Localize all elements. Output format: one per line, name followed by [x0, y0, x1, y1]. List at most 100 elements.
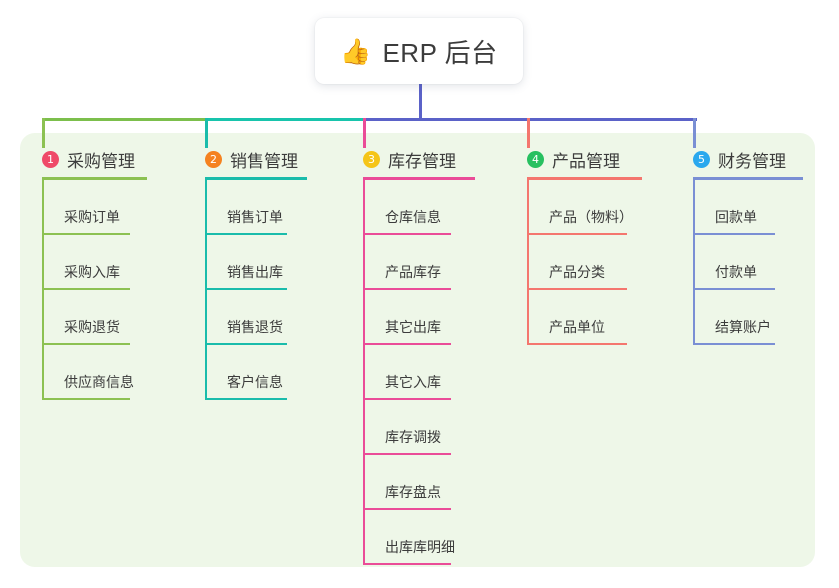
branch-title-1: 采购管理: [67, 151, 135, 171]
branch-spine-1: [42, 180, 44, 400]
leaf-item-underline: [205, 398, 287, 400]
root-node[interactable]: 👍 ERP 后台: [315, 18, 523, 84]
leaf-item[interactable]: 库存盘点: [363, 455, 475, 510]
leaf-item-label: 采购订单: [64, 209, 120, 225]
leaf-item[interactable]: 采购退货: [42, 290, 147, 345]
branch-items-4: 产品（物料） 产品分类产品单位: [527, 180, 642, 345]
branch-header-3[interactable]: 3 库存管理: [363, 148, 475, 171]
branch-underline-1: [42, 177, 147, 180]
leaf-item-label: 供应商信息: [64, 374, 134, 390]
leaf-item-underline: [527, 233, 627, 235]
branch-column-4: 4 产品管理产品（物料） 产品分类产品单位: [527, 148, 642, 345]
branch-drop-5: [693, 118, 696, 148]
branch-drop-3: [363, 118, 366, 148]
leaf-item-label: 付款单: [715, 264, 757, 280]
bus-segment-middle: [206, 118, 364, 121]
leaf-item[interactable]: 销售订单: [205, 180, 307, 235]
branch-column-1: 1 采购管理采购订单采购入库采购退货供应商信息: [42, 148, 147, 400]
leaf-item[interactable]: 产品库存: [363, 235, 475, 290]
branch-drop-2: [205, 118, 208, 148]
leaf-item[interactable]: 销售出库: [205, 235, 307, 290]
leaf-item-label: 库存调拨: [385, 429, 441, 445]
branch-drop-4: [527, 118, 530, 148]
branch-items-2: 销售订单销售出库销售退货客户信息: [205, 180, 307, 400]
root-stem: [419, 84, 422, 121]
branch-title-4: 产品管理: [552, 151, 620, 171]
leaf-item-underline: [205, 288, 287, 290]
leaf-item-underline: [693, 233, 775, 235]
leaf-item-label: 结算账户: [715, 319, 771, 335]
leaf-item[interactable]: 销售退货: [205, 290, 307, 345]
leaf-item-label: 产品库存: [385, 264, 441, 280]
leaf-item-underline: [205, 343, 287, 345]
thumbs-up-icon: 👍: [340, 37, 372, 66]
branch-drop-1: [42, 118, 45, 148]
leaf-item-label: 其它入库: [385, 374, 441, 390]
leaf-item[interactable]: 出库库明细: [363, 510, 475, 565]
leaf-item[interactable]: 库存调拨: [363, 400, 475, 455]
leaf-item-label: 其它出库: [385, 319, 441, 335]
bus-segment-left: [43, 118, 206, 121]
leaf-item-label: 产品（物料）: [549, 209, 633, 225]
leaf-item[interactable]: 采购入库: [42, 235, 147, 290]
leaf-item[interactable]: 产品（物料）: [527, 180, 642, 235]
leaf-item[interactable]: 回款单: [693, 180, 803, 235]
branch-spine-4: [527, 180, 529, 345]
branch-column-3: 3 库存管理仓库信息产品库存其它出库其它入库库存调拨库存盘点出库库明细: [363, 148, 475, 565]
leaf-item-underline: [42, 233, 130, 235]
branch-column-5: 5 财务管理回款单付款单结算账户: [693, 148, 803, 345]
leaf-item-label: 库存盘点: [385, 484, 441, 500]
leaf-item[interactable]: 结算账户: [693, 290, 803, 345]
leaf-item[interactable]: 产品单位: [527, 290, 642, 345]
leaf-item-underline: [363, 233, 451, 235]
leaf-item[interactable]: 仓库信息: [363, 180, 475, 235]
branch-badge-4: 4: [527, 150, 544, 168]
branch-items-3: 仓库信息产品库存其它出库其它入库库存调拨库存盘点出库库明细: [363, 180, 475, 565]
branch-header-5[interactable]: 5 财务管理: [693, 148, 803, 171]
leaf-item-label: 销售订单: [227, 209, 283, 225]
leaf-item-underline: [363, 343, 451, 345]
leaf-item-underline: [42, 398, 130, 400]
branch-items-5: 回款单付款单结算账户: [693, 180, 803, 345]
leaf-item-underline: [527, 288, 627, 290]
leaf-item-underline: [42, 288, 130, 290]
branch-title-5: 财务管理: [718, 151, 786, 171]
branch-underline-3: [363, 177, 475, 180]
leaf-item-underline: [363, 508, 451, 510]
leaf-item-label: 产品单位: [549, 319, 605, 335]
leaf-item-underline: [42, 343, 130, 345]
leaf-item-label: 出库库明细: [385, 539, 455, 555]
leaf-item-label: 采购入库: [64, 264, 120, 280]
leaf-item[interactable]: 供应商信息: [42, 345, 147, 400]
bus-segment-right: [364, 118, 697, 121]
leaf-item-label: 销售出库: [227, 264, 283, 280]
branch-title-2: 销售管理: [230, 151, 298, 171]
leaf-item-underline: [693, 288, 775, 290]
branch-badge-1: 1: [42, 150, 59, 168]
branch-badge-3: 3: [363, 150, 380, 168]
branch-title-3: 库存管理: [388, 151, 456, 171]
leaf-item[interactable]: 其它出库: [363, 290, 475, 345]
leaf-item[interactable]: 付款单: [693, 235, 803, 290]
branch-underline-5: [693, 177, 803, 180]
branch-underline-4: [527, 177, 642, 180]
branch-spine-2: [205, 180, 207, 400]
leaf-item[interactable]: 产品分类: [527, 235, 642, 290]
leaf-item-underline: [363, 453, 451, 455]
leaf-item-label: 销售退货: [227, 319, 283, 335]
branch-badge-5: 5: [693, 150, 710, 168]
leaf-item-label: 回款单: [715, 209, 757, 225]
diagram-panel: [20, 133, 815, 567]
leaf-item-label: 客户信息: [227, 374, 283, 390]
branch-header-4[interactable]: 4 产品管理: [527, 148, 642, 171]
branch-spine-5: [693, 180, 695, 345]
leaf-item-underline: [363, 563, 451, 565]
branch-header-1[interactable]: 1 采购管理: [42, 148, 147, 171]
leaf-item[interactable]: 其它入库: [363, 345, 475, 400]
leaf-item-underline: [363, 288, 451, 290]
leaf-item[interactable]: 采购订单: [42, 180, 147, 235]
leaf-item-underline: [205, 233, 287, 235]
leaf-item[interactable]: 客户信息: [205, 345, 307, 400]
